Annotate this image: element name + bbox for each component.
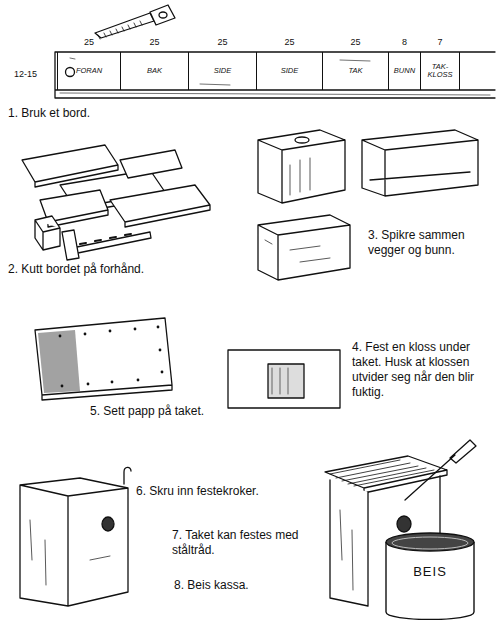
dimension: 25 <box>58 37 120 47</box>
dimension: 25 <box>121 37 188 47</box>
entrance-hole <box>102 517 114 531</box>
hammer-head <box>62 230 79 260</box>
plank-segment: 25FORAN <box>57 52 120 90</box>
can-body <box>386 542 474 620</box>
block-grain <box>272 368 288 394</box>
entrance-hole <box>295 137 309 143</box>
nail <box>134 328 137 331</box>
wood-grain <box>340 510 353 590</box>
nail <box>61 385 64 388</box>
can-rim <box>386 533 474 551</box>
board <box>120 150 182 178</box>
paint-can: BEIS <box>382 530 478 620</box>
wood-grain <box>60 58 490 95</box>
tar-paper-shading <box>38 330 80 393</box>
nail <box>159 349 162 352</box>
nail <box>157 326 160 329</box>
nail <box>161 371 164 374</box>
step-caption: 2. Kutt bordet på forhånd. <box>8 262 228 277</box>
brush <box>405 440 476 500</box>
dimension: 25 <box>189 37 256 47</box>
saw-teeth <box>98 21 142 39</box>
hammer-grip <box>80 234 131 244</box>
step-caption: 3. Spikre sammen vegger og bunn. <box>368 228 494 258</box>
part-name: FORAN <box>59 67 119 75</box>
step-caption: 5. Sett papp på taket. <box>90 404 290 419</box>
part-name: TAK-KLOSS <box>422 63 458 79</box>
step-caption: 7. Taket kan festes med ståltråd. <box>172 528 322 558</box>
nail <box>109 330 112 333</box>
plank-segment: 25TAK <box>322 52 388 90</box>
part-name: BAK <box>122 67 187 75</box>
part-name: SIDE <box>258 67 321 75</box>
nail-dots <box>59 326 164 388</box>
part-name: BUNN <box>390 67 419 75</box>
box-sketch <box>362 130 478 196</box>
wood-grain <box>290 158 310 195</box>
step-caption: 8. Beis kassa. <box>174 578 324 593</box>
nail <box>84 333 87 336</box>
plank-segment: 25BAK <box>120 52 188 90</box>
plank-segment: 7TAK-KLOSS <box>420 52 460 90</box>
roof-block <box>268 364 304 398</box>
roof-hatching <box>330 460 434 486</box>
plank-segment: 25SIDE <box>188 52 256 90</box>
nail-box <box>35 216 60 250</box>
dimension: 8 <box>389 37 420 47</box>
board <box>110 185 210 227</box>
plank-segment: 8BUNN <box>388 52 420 90</box>
wood-grain <box>265 240 330 262</box>
part-name: SIDE <box>190 67 255 75</box>
dimension: 12-15 <box>14 67 54 82</box>
entrance-hole <box>66 68 75 77</box>
entrance-hole <box>397 516 411 532</box>
step-caption: 4. Fest en kloss under taket. Husk at kl… <box>352 340 494 400</box>
step-caption: 1. Bruk et bord. <box>8 106 208 121</box>
roof-underside <box>228 350 340 408</box>
dimension: 7 <box>421 37 459 47</box>
part-name: TAK <box>324 67 387 75</box>
nail <box>111 381 114 384</box>
plank-outline <box>55 52 495 98</box>
step-caption: 6. Skru inn festekroker. <box>136 484 326 499</box>
nail <box>87 383 90 386</box>
saw-blade <box>95 13 154 38</box>
dimension: 25 <box>323 37 388 47</box>
dimension: 25 <box>257 37 322 47</box>
can-label: BEIS <box>382 564 478 579</box>
nail <box>59 335 62 338</box>
box-sketch <box>258 130 345 203</box>
box-sketch <box>258 215 350 280</box>
saw-grip <box>159 12 167 18</box>
box-sketch <box>20 478 128 606</box>
hammer-handle <box>72 232 151 254</box>
roof-board <box>35 318 172 400</box>
wood-grain <box>30 520 110 585</box>
plank-segment: 25SIDE <box>256 52 322 90</box>
can-inner-rim <box>392 537 468 549</box>
nail <box>137 379 140 382</box>
hook <box>124 467 131 484</box>
saw-handle <box>150 5 175 25</box>
